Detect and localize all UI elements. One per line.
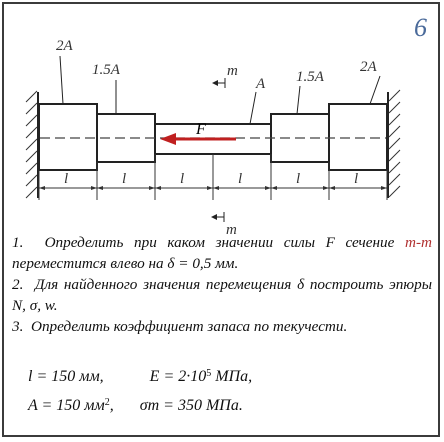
force-label: F <box>195 121 206 138</box>
section-reference: m-m <box>405 234 432 251</box>
segment-length-label: l <box>354 171 358 187</box>
variant-number: 6 <box>414 13 427 42</box>
segment-length-label: l <box>296 171 300 187</box>
page-frame <box>2 2 440 437</box>
segment-outer-left <box>38 103 98 171</box>
task-1: 1. Определить при каком значении силы F … <box>12 234 432 272</box>
beam-figure: 6 F <box>25 13 427 235</box>
segment-length-label: l <box>238 171 242 187</box>
section-mark-bottom <box>211 212 225 222</box>
section-label-top: m <box>227 63 238 79</box>
area-label-outer-right: 2A <box>360 59 378 75</box>
segment-length-label: l <box>180 171 184 187</box>
right-wall <box>387 89 401 198</box>
dimension-line <box>38 154 388 200</box>
task-2: 2. Для найденного значения перемещения δ… <box>12 276 432 314</box>
dimension-ticks <box>39 186 387 190</box>
segment-length-label: l <box>122 171 126 187</box>
area-label-inner-right: 1.5A <box>296 69 325 85</box>
task-text: 1. Определить при каком значении силы F … <box>12 232 432 337</box>
area-label-center: A <box>255 76 266 92</box>
segment-outer-right <box>328 103 388 171</box>
area-label-outer-left: 2A <box>56 38 74 54</box>
left-wall <box>25 90 39 199</box>
params-line-2: A = 150 мм2, σт = 350 МПа. <box>28 397 243 414</box>
task-3: 3. Определить коэффициент запаса по теку… <box>12 318 348 335</box>
section-mark-top <box>212 78 226 88</box>
params-line-1: l = 150 мм, E = 2·105 МПа, <box>28 368 253 385</box>
section-label-bottom: m <box>226 222 237 235</box>
segment-length-label: l <box>64 171 68 187</box>
area-label-inner-left: 1.5A <box>92 62 121 78</box>
force-arrow <box>160 133 236 145</box>
